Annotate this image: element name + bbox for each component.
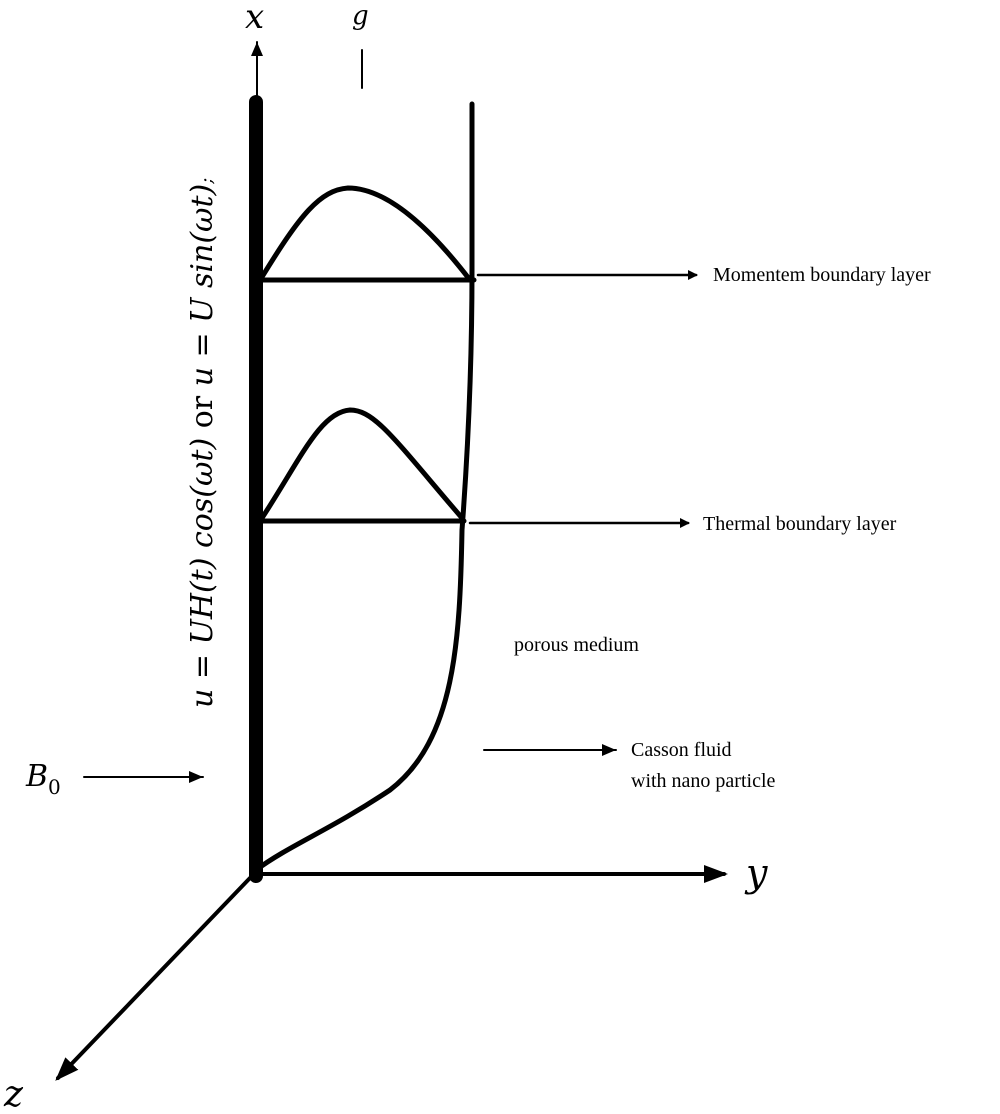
y-axis-label: y [744,851,768,895]
magnetic-field-symbol: B [25,759,48,794]
casson-fluid-label-line1: Casson fluid [631,739,732,761]
momentum-profile-curve [259,185,473,283]
wall-velocity-suffix: ; [196,178,217,185]
magnetic-field-label: B0 [25,759,61,799]
wall-velocity-part2: u = U sin(ωt) [185,184,220,387]
casson-fluid-label-line2: with nano particle [631,770,776,792]
x-axis-label: x [245,0,264,37]
momentum-boundary-layer-label: Momentem boundary layer [713,264,931,286]
wall-velocity-part1: u = UH(t) cos(ωt) [185,438,220,708]
thermal-profile-curve [259,407,465,521]
magnetic-field-subscript: 0 [48,775,61,799]
thermal-boundary-layer-label: Thermal boundary layer [703,513,897,535]
porous-medium-label: porous medium [514,634,639,656]
wall-velocity-label: u = UH(t) cos(ωt) or u = U sin(ωt); [185,178,220,708]
wall-velocity-connector: or [185,386,220,437]
boundary-layer-edge [253,101,475,873]
z-axis-arrow [55,876,252,1081]
gravity-label: g [352,1,369,31]
z-axis-label: z [3,1074,24,1114]
